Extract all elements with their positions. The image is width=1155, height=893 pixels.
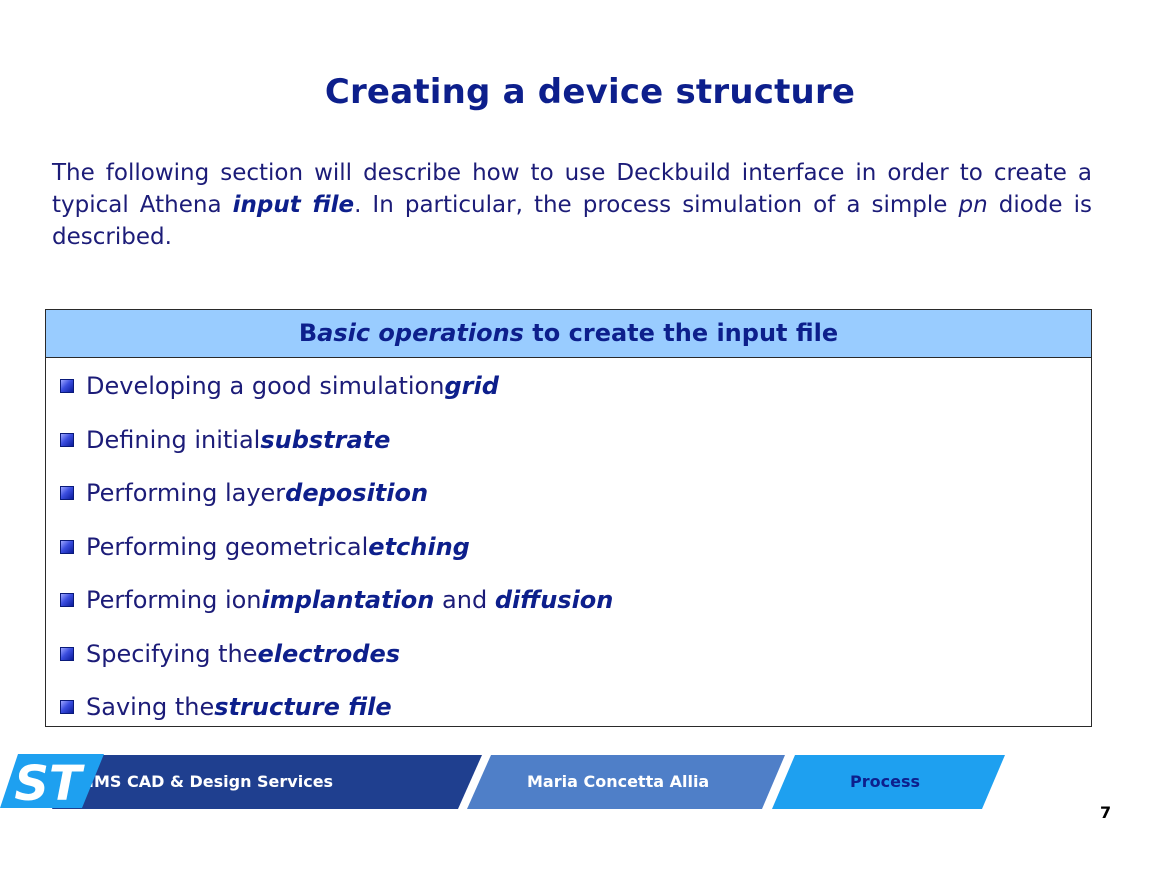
operation-keyword: substrate [260, 426, 391, 454]
square-bullet-icon [60, 379, 74, 393]
intro-text-1: The following section will describe how … [52, 160, 1092, 218]
operation-item-electrodes: Specifying the electrodes [60, 638, 400, 670]
slide-title: Creating a device structure [324, 72, 856, 112]
operation-item-deposition: Performing layer deposition [60, 477, 428, 509]
square-bullet-icon [60, 433, 74, 447]
operation-item-substrate: Defining initial substrate [60, 424, 390, 456]
square-bullet-icon [60, 540, 74, 554]
operation-text-2: and [434, 586, 495, 614]
intro-text-3: diode is described. [52, 192, 1093, 250]
footer-section: Process [850, 772, 920, 791]
operation-keyword: grid [444, 372, 499, 400]
operation-item-structure-file: Saving the structure file [60, 691, 392, 723]
operation-keyword: electrodes [257, 640, 401, 668]
page-number: 7 [1100, 803, 1112, 822]
operation-item-etching: Performing geometrical etching [60, 531, 470, 563]
operations-header-emphasis: asic operations [317, 319, 524, 347]
footer-author: Maria Concetta Allia [527, 772, 710, 791]
footer-band: IMS CAD & Design Services Maria Concetta… [0, 752, 1155, 812]
operation-text: Specifying the [86, 640, 258, 668]
operation-text: Performing ion [86, 586, 262, 614]
footer-band-shapes [52, 755, 1005, 809]
st-logo-icon: ST [0, 754, 104, 810]
operation-item-grid: Developing a good simulation grid [60, 370, 499, 402]
svg-text:ST: ST [14, 756, 85, 810]
operation-keyword: structure file [214, 693, 392, 721]
operation-keyword: etching [368, 533, 470, 561]
operations-header-suffix: to create the input file [523, 319, 839, 347]
intro-text-2: . In particular, the process simulation … [354, 192, 959, 218]
square-bullet-icon [60, 593, 74, 607]
operation-text: Performing layer [86, 479, 286, 507]
operation-keyword: implantation [261, 586, 435, 614]
operation-text: Performing geometrical [86, 533, 369, 561]
intro-paragraph: The following section will describe how … [52, 157, 1092, 253]
operation-text: Developing a good simulation [86, 372, 445, 400]
operation-keyword-2: diffusion [494, 586, 614, 614]
footer-segment-section [772, 755, 1005, 809]
square-bullet-icon [60, 647, 74, 661]
operation-item-implantation: Performing ion implantation and diffusio… [60, 584, 613, 616]
operations-header-prefix: B [298, 319, 318, 347]
footer-company: IMS CAD & Design Services [88, 772, 334, 791]
operations-header: Basic operations to create the input fil… [46, 310, 1091, 358]
intro-emphasis-pn: pn [958, 192, 988, 218]
intro-emphasis-input-file: input file [232, 192, 355, 218]
operation-keyword: deposition [285, 479, 429, 507]
footer-segment-company [52, 755, 482, 809]
footer-segment-author [467, 755, 785, 809]
square-bullet-icon [60, 700, 74, 714]
operations-box: Basic operations to create the input fil… [45, 309, 1092, 727]
square-bullet-icon [60, 486, 74, 500]
operation-text: Defining initial [86, 426, 261, 454]
operation-text: Saving the [86, 693, 215, 721]
